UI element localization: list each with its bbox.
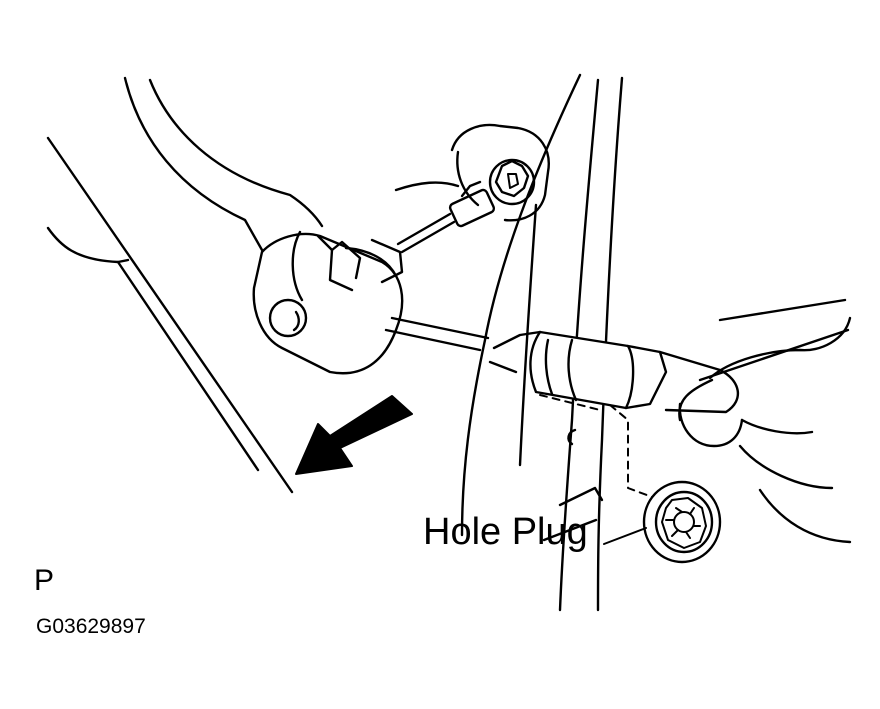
removal-direction-arrow xyxy=(295,395,413,475)
view-letter: P xyxy=(34,564,55,597)
socket-tool xyxy=(488,298,850,414)
hole-plug-icon xyxy=(642,480,722,564)
wire-harness xyxy=(396,180,496,254)
hole-plug-label: Hole Plug xyxy=(423,511,588,553)
callout-leader xyxy=(603,527,647,545)
body-panel xyxy=(46,76,324,494)
shaft xyxy=(384,316,490,352)
alignment-guide xyxy=(539,394,661,501)
figure-code: G03629897 xyxy=(36,615,146,638)
hand xyxy=(678,316,852,544)
mounting-bracket xyxy=(394,123,550,222)
sensor-unit xyxy=(252,230,404,375)
